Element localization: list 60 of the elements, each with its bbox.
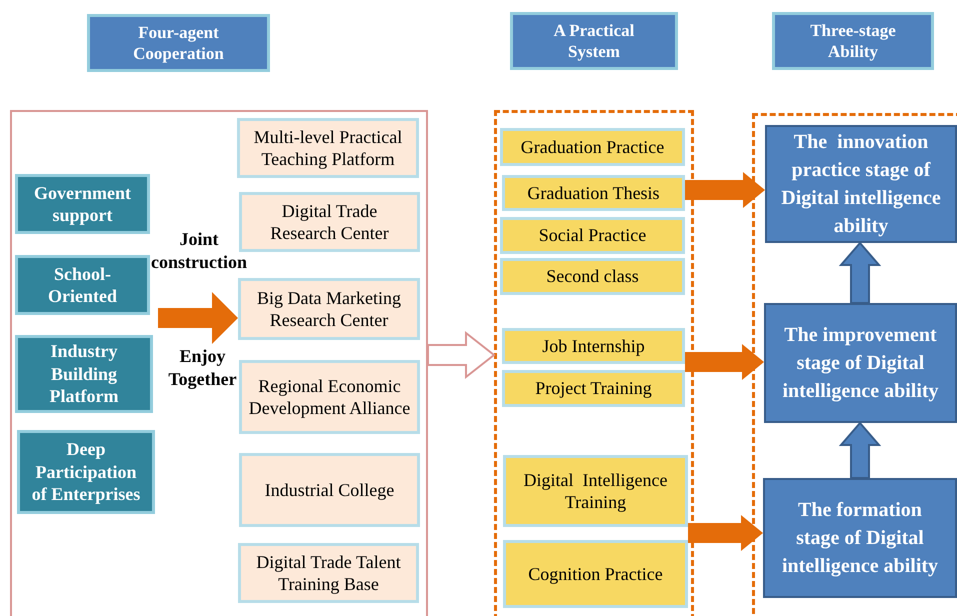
box-text: Multi-level Practical Teaching Platform <box>252 126 404 170</box>
box-text: Big Data Marketing Research Center <box>256 286 402 332</box>
agent-box <box>15 174 150 234</box>
block-arrow <box>685 344 764 380</box>
block-arrow <box>688 515 763 551</box>
box-text: Graduation Thesis <box>527 182 660 204</box>
agent-box <box>15 255 150 315</box>
practice-box <box>500 217 685 254</box>
box-text: Regional Economic Development Alliance <box>248 374 412 420</box>
platform-box <box>238 543 419 603</box>
box-text: Industry Building Platform <box>48 340 120 408</box>
block-arrow <box>158 292 238 344</box>
group-frame <box>494 110 694 616</box>
block-arrow <box>838 421 882 479</box>
box-text: Digital Trade Research Center <box>269 200 390 244</box>
agent-box <box>15 335 153 413</box>
header-box <box>510 12 678 70</box>
platform-box <box>237 118 419 178</box>
stage-box <box>765 125 957 243</box>
platform-box <box>239 453 420 527</box>
box-text: Government support <box>33 182 132 226</box>
agent-box <box>17 430 155 514</box>
stage-box <box>764 303 957 423</box>
box-text: Digital Trade Talent Training Base <box>255 550 402 596</box>
practice-box <box>500 258 685 295</box>
platform-box <box>238 278 420 340</box>
box-text: Graduation Practice <box>520 136 664 158</box>
box-text: School-Oriented <box>47 262 118 308</box>
header-box <box>772 12 934 70</box>
practice-box <box>502 175 685 211</box>
box-text: Second class <box>546 265 639 288</box>
platform-box <box>239 192 420 252</box>
box-text: Industrial College <box>264 478 394 502</box>
box-text: Job Internship <box>542 334 645 358</box>
practice-box <box>502 370 685 407</box>
practice-box <box>502 328 685 364</box>
flow-label: Joint construction <box>150 228 248 274</box>
box-text: Four-agent Cooperation <box>132 22 225 64</box>
box-text: The improvement stage of Digital intelligence ability <box>781 323 940 404</box>
box-text: A Practical System <box>552 20 636 62</box>
box-text: Digital Intelligence Training <box>522 468 668 514</box>
group-frame <box>752 113 957 616</box>
practice-box <box>503 455 688 527</box>
box-text: Project Training <box>535 377 652 400</box>
group-frame <box>10 110 428 616</box>
platform-box <box>239 360 420 434</box>
stage-box <box>763 478 957 598</box>
box-text: The innovation practice stage of Digital intelligence ability <box>780 130 942 239</box>
practice-box <box>503 540 688 608</box>
block-arrow <box>685 172 765 208</box>
box-text: The formation stage of Digital intelligence ability <box>780 498 940 579</box>
box-text: Cognition Practice <box>528 562 663 586</box>
box-text: Social Practice <box>538 224 646 247</box>
hollow-arrow <box>427 330 496 380</box>
header-box <box>87 14 270 72</box>
practice-box <box>500 128 685 166</box>
box-text: Three-stage Ability <box>809 20 897 62</box>
box-text: Deep Participation of Enterprises <box>30 438 142 506</box>
block-arrow <box>838 241 882 304</box>
flow-label: Enjoy Together <box>167 345 238 392</box>
